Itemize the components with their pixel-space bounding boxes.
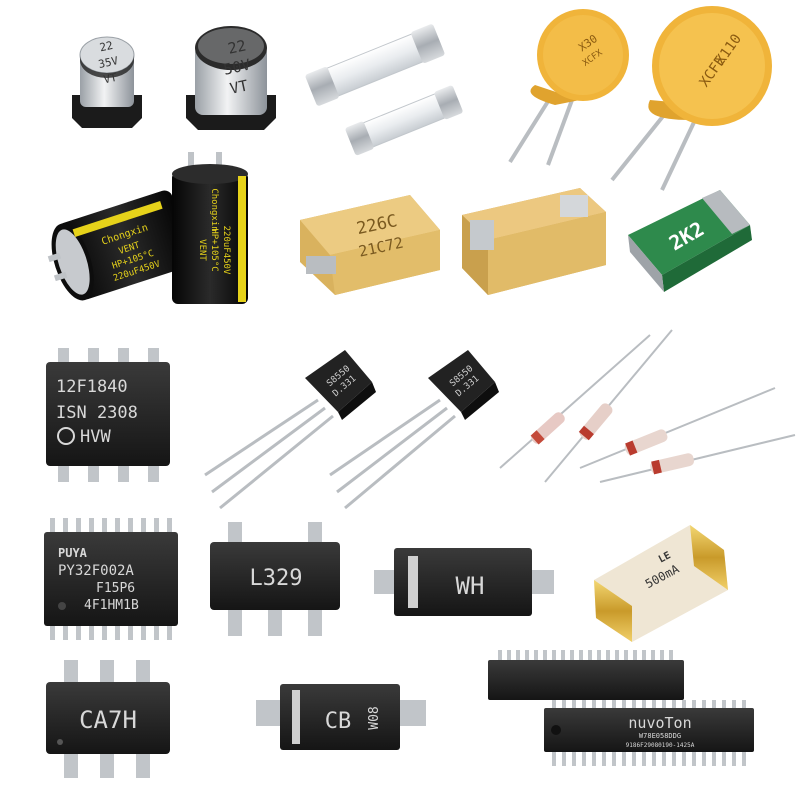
smd-cap-small-line3: VT [102, 71, 118, 87]
disc-fuse-small: X30 XCFX [508, 9, 629, 166]
soic8-line2: ISN 2308 [56, 403, 138, 423]
diode-wh: WH [374, 548, 554, 616]
sot23-6-chip: CA7H [46, 660, 170, 778]
soic8-line1: 12F1840 [56, 377, 128, 397]
electrolytic-capacitor-right: Chongxin VENT HP+105°C 220uF450V [172, 152, 248, 304]
dip40-chip-front: nuvoTon W78E058DDG 9186F29080190-1425A [544, 700, 754, 766]
diode-cb-line1: CB [325, 709, 352, 734]
sot23-6-line1: CA7H [79, 706, 137, 734]
smd-cap-small-line1: 22 [98, 39, 114, 54]
tantalum-capacitor-middle [462, 188, 606, 295]
soic8-line3: HVW [80, 427, 111, 447]
electrolytic-right-brand: Chongxin [209, 188, 219, 231]
sot23-5-chip: L329 [210, 522, 340, 636]
axial-diode-4 [599, 434, 796, 483]
to92-transistor-right: S8550 D.331 [329, 350, 499, 510]
dip40-line2: 9186F29080190-1425A [626, 742, 695, 749]
tssop20-line2: F15P6 [96, 581, 135, 596]
dip40-chip-rear [488, 650, 684, 700]
electrolytic-right-line2: HP+105°C [209, 228, 219, 271]
tssop20-line3: 4F1HM1B [84, 598, 139, 613]
smd-cap-large-line3: VT [228, 76, 249, 97]
microchip-logo-icon [57, 427, 75, 445]
smd-cap-small-line2: 35V [97, 54, 120, 71]
glass-fuse-upper [305, 24, 445, 106]
smd-capacitor-large: 22 50V VT [186, 26, 276, 130]
ceramic-fuse: LE 500mA [594, 525, 728, 642]
dip40-line1: W78E058DDG [639, 732, 681, 740]
electrolytic-right-line1: VENT [197, 239, 207, 261]
smd-cap-large-line2: 50V [222, 55, 252, 78]
tssop20-line1: PY32F002A [58, 563, 134, 579]
ceramic-fuse-logo: LE [657, 550, 673, 565]
smd-capacitor-small: 22 35V VT [72, 36, 142, 128]
electrolytic-capacitor-left: Chongxin VENT HP+105°C 220uF450V [47, 190, 193, 301]
ptc-fuse: 2K2 [628, 190, 752, 292]
to92-transistor-left: S8550 D.331 [204, 350, 376, 510]
axial-diode-3 [579, 387, 776, 469]
smd-cap-large-line1: 22 [226, 36, 247, 57]
electrolytic-right-line3: 220uF450V [221, 226, 231, 275]
soic8-chip: 12F1840 ISN 2308 HVW [46, 348, 170, 482]
diode-wh-line1: WH [456, 572, 485, 600]
diode-cb: CB W08 [256, 684, 426, 750]
sot23-5-line1: L329 [250, 566, 303, 591]
axial-diode-2 [544, 329, 673, 483]
dip40-brand: nuvoTon [628, 714, 691, 732]
diode-cb-line2: W08 [367, 706, 382, 729]
axial-diode-1 [499, 334, 651, 469]
glass-fuse-lower [345, 85, 463, 156]
disc-fuse-large: X110 XCFE [610, 6, 772, 191]
tantalum-capacitor-left: 226C 21C72 [300, 195, 440, 295]
tssop20-logo: PUYA [58, 546, 88, 560]
tssop20-chip: PUYA PY32F002A F15P6 4F1HM1B [44, 518, 178, 640]
